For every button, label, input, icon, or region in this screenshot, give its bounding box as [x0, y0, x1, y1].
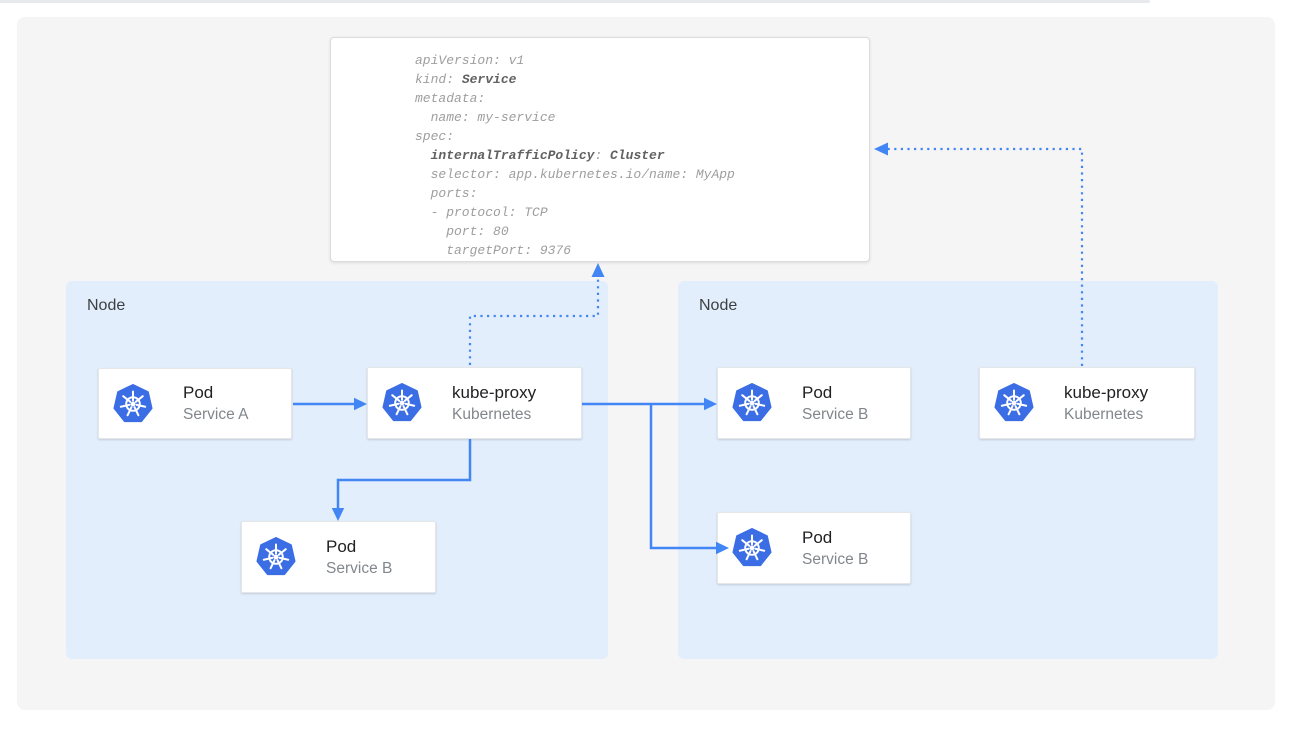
card-pod-service-a: Pod Service A	[98, 368, 292, 439]
kubernetes-logo-icon	[732, 383, 772, 423]
card-pod-service-b-right-top: Pod Service B	[717, 367, 911, 439]
card-subtitle: Service B	[802, 405, 869, 423]
node-right: Node	[678, 281, 1218, 659]
card-subtitle: Kubernetes	[452, 405, 532, 423]
top-edge-rule	[0, 0, 1150, 3]
kubernetes-logo-icon	[732, 528, 772, 568]
node-left: Node	[66, 281, 608, 659]
card-subtitle: Service B	[326, 559, 393, 577]
card-pod-service-b-left: Pod Service B	[241, 521, 436, 593]
card-title: Pod	[183, 383, 214, 402]
card-subtitle: Service A	[183, 406, 249, 423]
card-title: Pod	[802, 382, 833, 402]
card-title: kube-proxy	[452, 382, 537, 402]
card-subtitle: Service B	[802, 550, 869, 568]
card-subtitle: Kubernetes	[1064, 405, 1144, 423]
card-kube-proxy-left: kube-proxy Kubernetes	[367, 367, 582, 439]
card-pod-service-b-right-bottom: Pod Service B	[717, 512, 911, 584]
card-title: Pod	[802, 527, 833, 547]
card-title: kube-proxy	[1064, 382, 1149, 402]
kubernetes-logo-icon	[994, 383, 1034, 423]
node-right-label: Node	[699, 297, 738, 314]
kubernetes-logo-icon	[256, 537, 296, 577]
node-left-label: Node	[87, 297, 126, 314]
card-kube-proxy-right: kube-proxy Kubernetes	[979, 367, 1195, 439]
kubernetes-logo-icon	[113, 384, 153, 424]
kubernetes-logo-icon	[382, 383, 422, 423]
card-title: Pod	[326, 536, 357, 556]
